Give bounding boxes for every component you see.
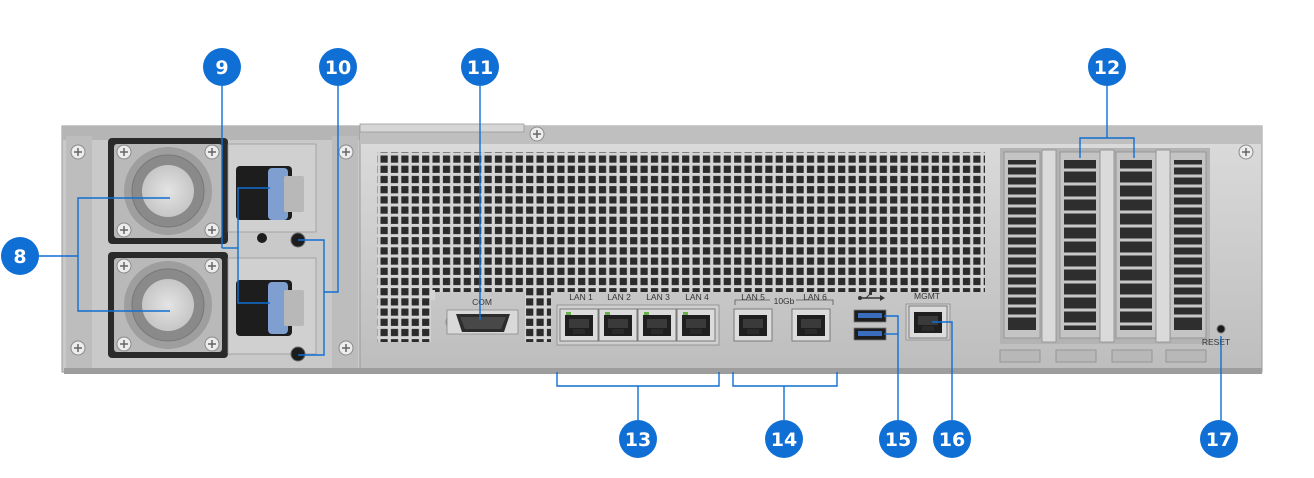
reset-button: RESET	[1202, 324, 1230, 347]
com-port: COM	[446, 297, 519, 335]
lan2-label: LAN 2	[607, 292, 631, 302]
power-supply-unit-bottom	[108, 252, 317, 362]
callout-15-number: 15	[885, 429, 911, 451]
pcie-expansion-slots	[999, 148, 1210, 363]
leader-lines	[38, 86, 1222, 420]
lan-ports-10gb: LAN 5 LAN 6 10Gb	[733, 292, 834, 342]
callout-9-number: 9	[215, 57, 228, 79]
callout-11-number: 11	[467, 57, 493, 79]
ventilation-grille	[377, 152, 985, 342]
usb-icon	[858, 292, 885, 301]
com-port-label: COM	[472, 297, 492, 307]
lan4-label: LAN 4	[685, 292, 709, 302]
callout-16: 16	[933, 420, 971, 458]
callout-14: 14	[765, 420, 803, 458]
callout-17: 17	[1200, 420, 1238, 458]
callout-13: 13	[619, 420, 657, 458]
callout-13-number: 13	[625, 429, 651, 451]
lan1-label: LAN 1	[569, 292, 593, 302]
callout-10: 10	[319, 48, 357, 86]
usb-ports	[853, 292, 887, 341]
callout-14-number: 14	[771, 429, 797, 451]
mgmt-label: MGMT	[914, 291, 940, 301]
callout-16-number: 16	[939, 429, 965, 451]
callout-8-number: 8	[13, 246, 26, 268]
callout-8: 8	[1, 237, 39, 275]
callout-12-number: 12	[1094, 57, 1120, 79]
callout-12: 12	[1088, 48, 1126, 86]
lan5-label: LAN 5	[741, 292, 765, 302]
fan-icon	[131, 268, 205, 342]
callout-10-number: 10	[325, 57, 351, 79]
lan3-label: LAN 3	[646, 292, 670, 302]
lan-ports-1-4: LAN 1 LAN 2 LAN 3 LAN 4	[556, 292, 720, 346]
reset-label: RESET	[1202, 337, 1230, 347]
callout-9: 9	[203, 48, 241, 86]
callout-15: 15	[879, 420, 917, 458]
lan6-label: LAN 6	[803, 292, 827, 302]
callout-17-number: 17	[1206, 429, 1232, 451]
callout-11: 11	[461, 48, 499, 86]
fan-icon	[131, 154, 205, 228]
10gb-label: 10Gb	[774, 296, 795, 306]
power-supply-unit-top	[108, 138, 317, 248]
